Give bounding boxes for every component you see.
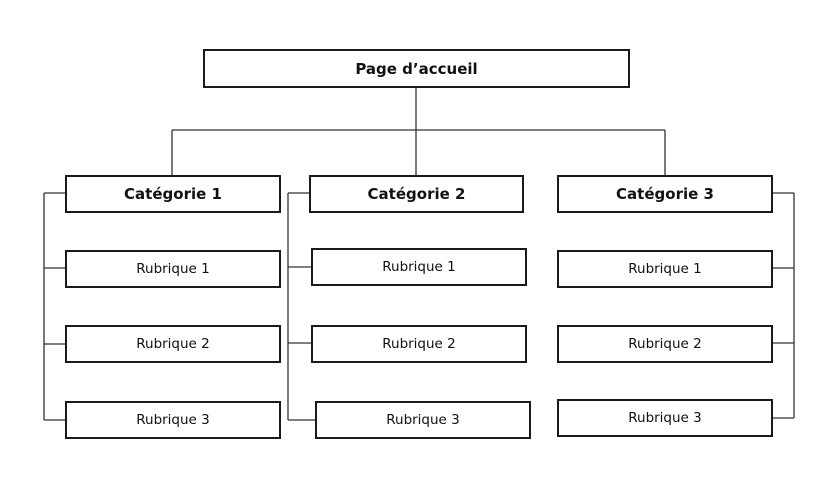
rubric-node: Rubrique 1 [65,250,281,288]
rubric-node: Rubrique 1 [557,250,773,288]
category-label: Catégorie 2 [367,185,466,203]
root-label: Page d’accueil [355,59,478,78]
rubric-label: Rubrique 3 [136,412,210,428]
rubric-label: Rubrique 1 [628,261,702,277]
rubric-node: Rubrique 2 [557,325,773,363]
root-node: Page d’accueil [203,49,630,88]
category-label: Catégorie 3 [616,185,714,203]
rubric-label: Rubrique 2 [628,336,702,352]
rubric-node: Rubrique 1 [311,248,527,286]
rubric-label: Rubrique 2 [382,336,456,352]
category-node-3: Catégorie 3 [557,175,773,213]
rubric-label: Rubrique 2 [136,336,210,352]
rubric-node: Rubrique 3 [65,401,281,439]
category-node-1: Catégorie 1 [65,175,281,213]
rubric-node: Rubrique 2 [311,325,527,363]
category-node-2: Catégorie 2 [309,175,524,213]
category-label: Catégorie 1 [124,185,222,203]
rubric-label: Rubrique 3 [628,410,702,426]
rubric-label: Rubrique 3 [386,412,460,428]
rubric-label: Rubrique 1 [136,261,210,277]
rubric-node: Rubrique 2 [65,325,281,363]
rubric-node: Rubrique 3 [557,399,773,437]
rubric-node: Rubrique 3 [315,401,531,439]
rubric-label: Rubrique 1 [382,259,456,275]
